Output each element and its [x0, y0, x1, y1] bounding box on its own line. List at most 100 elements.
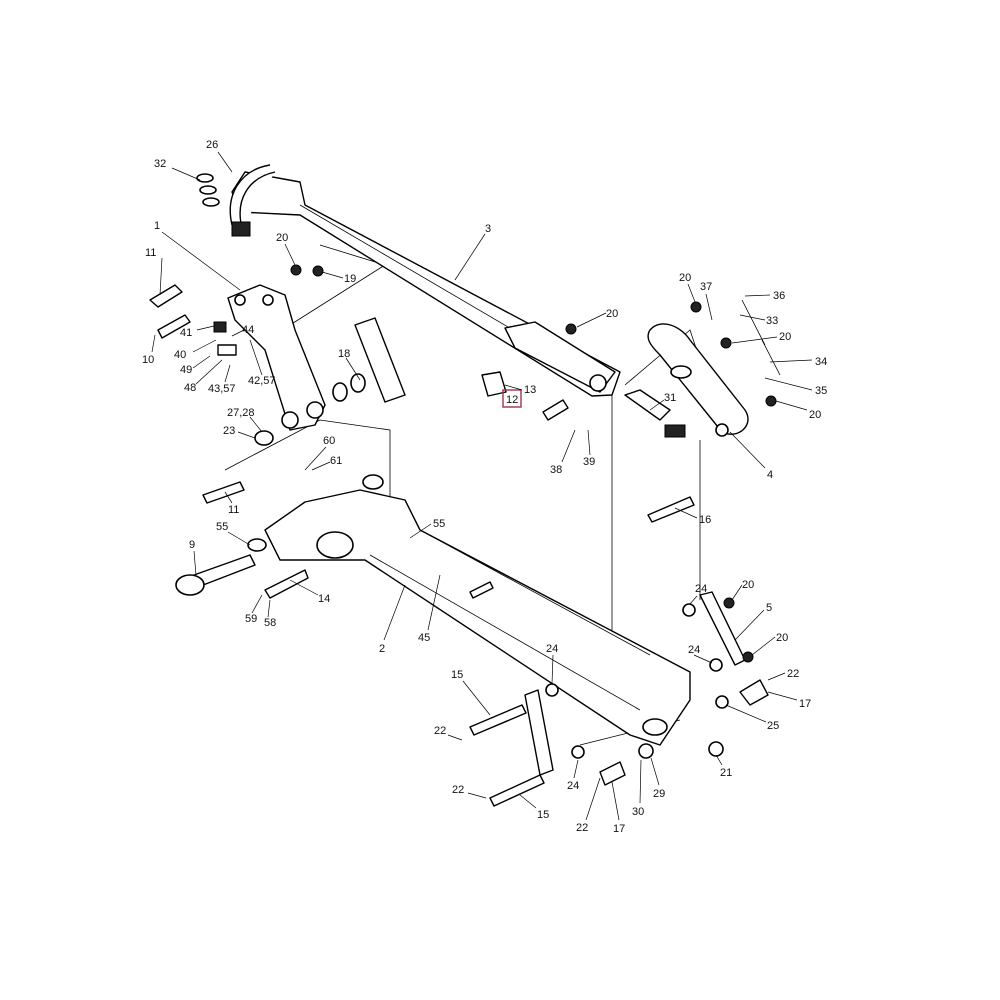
callout-17a[interactable]: 17 [799, 698, 811, 710]
leader-line [769, 359, 813, 363]
link-part-1 [227, 284, 326, 431]
callout-10[interactable]: 10 [142, 354, 154, 366]
callout-20f[interactable]: 20 [742, 579, 754, 591]
leader-line [227, 531, 251, 546]
callout-29[interactable]: 29 [653, 788, 665, 800]
leader-line [587, 429, 591, 456]
callout-20c[interactable]: 20 [779, 331, 791, 343]
cylinder-part-18 [332, 317, 406, 403]
callout-19[interactable]: 19 [344, 273, 356, 285]
callout-44[interactable]: 44 [242, 324, 254, 336]
leader-line [383, 584, 406, 641]
boom-part-2 [264, 474, 691, 746]
callout-22b[interactable]: 22 [434, 725, 446, 737]
callout-58[interactable]: 58 [264, 617, 276, 629]
callout-33[interactable]: 33 [766, 315, 778, 327]
link-part-4 [647, 299, 781, 437]
leader-line [231, 329, 245, 337]
callout-9[interactable]: 9 [189, 539, 195, 551]
callout-13[interactable]: 13 [524, 384, 536, 396]
callout-20e[interactable]: 20 [606, 308, 618, 320]
callout-36[interactable]: 36 [773, 290, 785, 302]
leader-line [739, 314, 766, 321]
callout-15a[interactable]: 15 [451, 669, 463, 681]
callout-11b[interactable]: 11 [228, 504, 239, 516]
leader-line [192, 355, 211, 369]
leader-line [159, 257, 163, 296]
leader-line [731, 336, 778, 344]
leader-line [345, 357, 361, 381]
leader-line [251, 594, 263, 614]
leader-line [249, 339, 263, 376]
callout-3[interactable]: 3 [485, 223, 491, 235]
callout-2728[interactable]: 27,28 [227, 407, 255, 419]
callout-4357[interactable]: 43,57 [208, 383, 236, 395]
leader-line [454, 233, 486, 281]
leader-line [767, 691, 798, 701]
callout-12[interactable]: 12 [506, 394, 518, 406]
callout-55a[interactable]: 55 [216, 521, 228, 533]
leader-line [649, 399, 665, 411]
callout-55b[interactable]: 55 [433, 518, 445, 530]
callout-11a[interactable]: 11 [145, 247, 156, 259]
callout-20d[interactable]: 20 [809, 409, 821, 421]
callout-2[interactable]: 2 [379, 643, 385, 655]
callout-41[interactable]: 41 [180, 327, 192, 339]
callout-24b[interactable]: 24 [688, 644, 700, 656]
leader-line [249, 416, 263, 433]
leader-line [311, 461, 331, 471]
leader-line [195, 359, 223, 385]
callout-17b[interactable]: 17 [613, 823, 625, 835]
leader-line [650, 757, 660, 786]
leader-line [729, 431, 766, 469]
leader-line [751, 636, 776, 656]
callout-20b[interactable]: 20 [679, 272, 691, 284]
callout-22c[interactable]: 22 [452, 784, 464, 796]
leader-line [519, 794, 537, 809]
callout-35[interactable]: 35 [815, 385, 827, 397]
callout-18[interactable]: 18 [338, 348, 350, 360]
callout-5[interactable]: 5 [766, 602, 772, 614]
callout-31[interactable]: 31 [664, 392, 676, 404]
callout-38[interactable]: 38 [550, 464, 562, 476]
callout-23[interactable]: 23 [223, 425, 235, 437]
leader-line [611, 781, 620, 821]
callout-20a[interactable]: 20 [276, 232, 288, 244]
leader-line [462, 680, 491, 716]
callout-26[interactable]: 26 [206, 139, 218, 151]
callout-61[interactable]: 61 [330, 455, 342, 467]
callout-21[interactable]: 21 [720, 767, 732, 779]
leader-line [561, 429, 576, 463]
callout-22a[interactable]: 22 [787, 668, 799, 680]
callout-32[interactable]: 32 [154, 158, 166, 170]
callout-34[interactable]: 34 [815, 356, 827, 368]
callout-40[interactable]: 40 [174, 349, 186, 361]
callout-45[interactable]: 45 [418, 632, 430, 644]
callout-20g[interactable]: 20 [776, 632, 788, 644]
callout-59[interactable]: 59 [245, 613, 257, 625]
callout-4[interactable]: 4 [767, 469, 773, 481]
callout-16[interactable]: 16 [699, 514, 711, 526]
callout-4257[interactable]: 42,57 [248, 375, 276, 387]
callout-49[interactable]: 49 [180, 364, 192, 376]
callout-1[interactable]: 1 [154, 220, 160, 232]
callout-24d[interactable]: 24 [567, 780, 579, 792]
callout-22d[interactable]: 22 [576, 822, 588, 834]
leader-line [447, 734, 463, 741]
callout-15b[interactable]: 15 [537, 809, 549, 821]
callout-25[interactable]: 25 [767, 720, 779, 732]
callout-30[interactable]: 30 [632, 806, 644, 818]
callout-39[interactable]: 39 [583, 456, 595, 468]
callout-48[interactable]: 48 [184, 382, 196, 394]
callout-24c[interactable]: 24 [546, 643, 558, 655]
callout-24a[interactable]: 24 [695, 583, 707, 595]
callout-60[interactable]: 60 [323, 435, 335, 447]
pins-center [481, 371, 695, 523]
leader-line [731, 584, 743, 601]
callout-37[interactable]: 37 [700, 281, 712, 293]
callout-14[interactable]: 14 [318, 593, 330, 605]
leader-line [467, 792, 487, 799]
leader-line [284, 243, 296, 266]
